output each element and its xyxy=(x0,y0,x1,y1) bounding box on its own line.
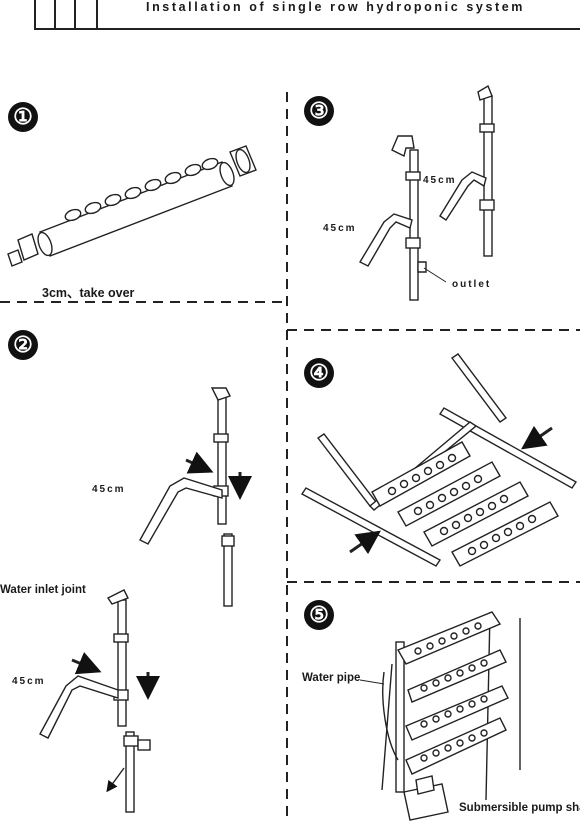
pipe-holes xyxy=(64,157,219,222)
tube-holes xyxy=(387,453,537,556)
assembly-holes xyxy=(414,622,488,762)
title-bar xyxy=(34,0,580,30)
header-cell xyxy=(76,0,98,28)
step5-assembly xyxy=(381,611,521,821)
step-2-badge: ② xyxy=(8,330,38,360)
step1-note-label: 3cm、take over xyxy=(42,286,135,300)
step3-outlet-label: outlet xyxy=(452,279,492,290)
step-4-badge: ④ xyxy=(304,358,334,388)
header-cell xyxy=(36,0,56,28)
step5-pump-label: Submersible pump sha xyxy=(459,802,580,814)
header-cell xyxy=(56,0,76,28)
step-3-badge: ③ xyxy=(304,96,334,126)
step1-pipe xyxy=(7,145,257,267)
step2-lower-assembly xyxy=(39,589,160,813)
step4-frame xyxy=(300,353,578,567)
step3-length-label-a: 45cm xyxy=(423,175,457,186)
step3-length-label-b: 45cm xyxy=(323,223,357,234)
step3-stands xyxy=(359,84,495,301)
step-1-badge: ① xyxy=(8,102,38,132)
step2-length-label-a: 45cm xyxy=(92,484,126,495)
step2-inlet-label: Water inlet joint xyxy=(0,584,86,596)
step2-upper-assembly xyxy=(139,387,252,607)
page-title: Installation of single row hydroponic sy… xyxy=(146,0,526,14)
section-dividers xyxy=(0,92,580,822)
step-5-badge: ⑤ xyxy=(304,600,334,630)
step5-water-pipe-label: Water pipe xyxy=(302,672,361,684)
outlet-leader xyxy=(423,267,447,283)
water-pipe-leader xyxy=(359,679,385,685)
step2-length-label-b: 45cm xyxy=(12,676,46,687)
